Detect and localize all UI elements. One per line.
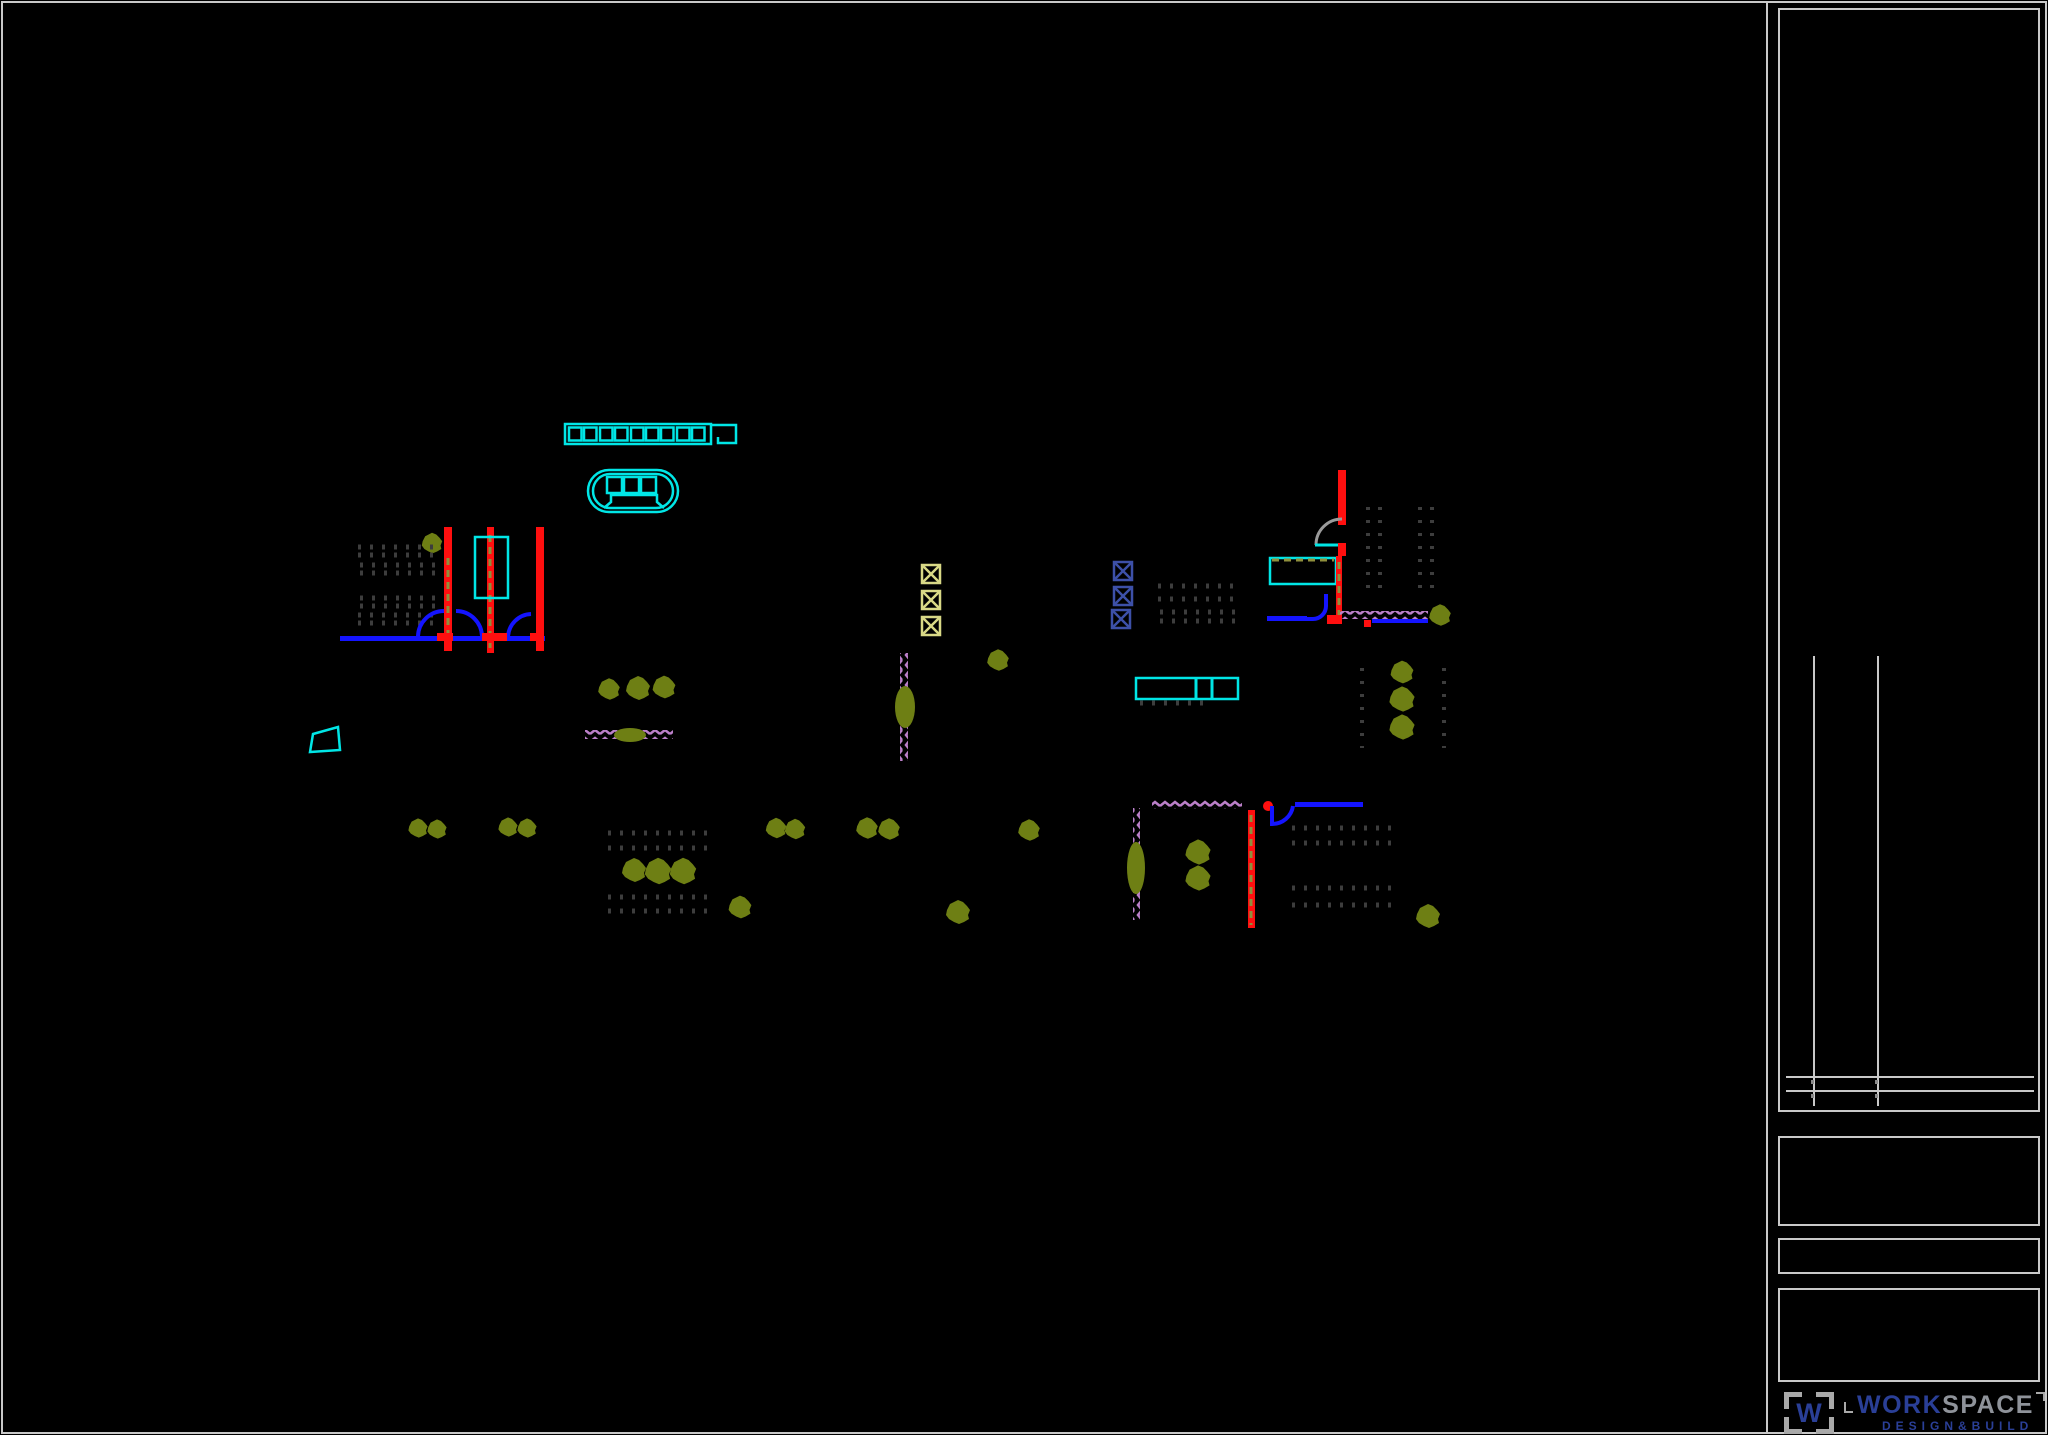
revision-table-row-line: [1786, 1076, 2034, 1078]
titleblock-sheet-box: [1778, 1288, 2040, 1382]
workspace-wordmark: WORKSPACE DESIGN&BUILD: [1844, 1392, 2045, 1433]
oval-sofa-table: [586, 468, 680, 514]
workspace-logo-icon: W: [1784, 1392, 1834, 1434]
left-room: [340, 527, 545, 653]
brand-name: WORKSPACE: [1844, 1392, 2045, 1418]
bracket-corner-icon: [1816, 1392, 1834, 1409]
bottom-right-area: [1127, 800, 1440, 928]
bracket-corner-icon: [1816, 1417, 1834, 1434]
brand-part-space: SPACE: [1942, 1391, 2034, 1419]
revision-mark: [1875, 1080, 1878, 1084]
revision-table-column-line: [1813, 656, 1815, 1106]
workspace-logo: W WORKSPACE DESIGN&BUILD: [1784, 1392, 2045, 1434]
right-room: [1267, 470, 1451, 627]
planting-column-right: [1360, 660, 1446, 748]
logo-tm-mark: [2035, 1392, 2045, 1401]
titleblock-divider: [1766, 1, 1768, 1434]
logo-corner-mark: [1844, 1402, 1853, 1413]
cyan-quad-furniture: [308, 725, 342, 754]
cyan-counter: [563, 422, 738, 446]
titleblock-project-box: [1778, 1136, 2040, 1226]
floor-plan-canvas: [308, 422, 1451, 928]
revision-mark: [1811, 1080, 1814, 1084]
bracket-corner-icon: [1784, 1417, 1802, 1434]
cyan-credenza: [1134, 676, 1240, 706]
revision-cloud-hedge: [585, 728, 673, 742]
brand-part-work: WORK: [1857, 1391, 1943, 1419]
revision-table-column-line: [1877, 656, 1879, 1106]
cafe-area: [608, 830, 752, 919]
titleblock-main-panel: [1778, 8, 2040, 1112]
logo-letter: W: [1796, 1398, 1822, 1428]
revision-table-row-line: [1786, 1090, 2034, 1092]
dimmed-annotation-block: [358, 544, 440, 626]
logo-tagline: DESIGN&BUILD: [1882, 1419, 2034, 1433]
revision-mark: [1875, 1094, 1878, 1098]
grid-markers-blue: [1110, 560, 1238, 630]
revision-mark: [1811, 1094, 1814, 1098]
center-revision-cloud: [895, 653, 915, 761]
titleblock-scale-box: [1778, 1238, 2040, 1274]
bracket-corner-icon: [1784, 1392, 1802, 1409]
